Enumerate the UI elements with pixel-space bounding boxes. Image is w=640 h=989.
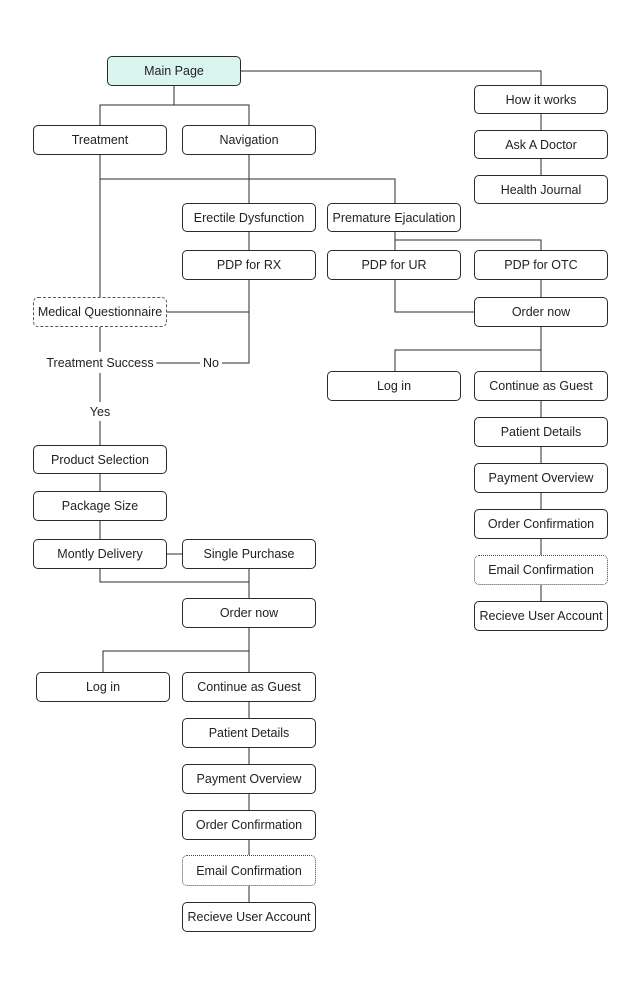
node-log-in-right: Log in	[327, 371, 461, 401]
node-pdp-ur: PDP for UR	[327, 250, 461, 280]
connector-main-navigation	[174, 104, 250, 125]
label-yes: Yes	[86, 405, 114, 419]
node-order-now-right: Order now	[474, 297, 608, 327]
node-product-selection: Product Selection	[33, 445, 167, 474]
node-order-confirmation-right: Order Confirmation	[474, 509, 608, 539]
connector-treatment-pe	[100, 178, 396, 203]
node-patient-details-right: Patient Details	[474, 417, 608, 447]
label-treatment-success: Treatment Success	[43, 356, 157, 370]
node-email-confirmation-right: Email Confirmation	[474, 555, 608, 585]
connector-pdpur-order	[394, 280, 474, 313]
node-medical-questionnaire: Medical Questionnaire	[33, 297, 167, 327]
node-how-it-works: How it works	[474, 85, 608, 114]
node-log-in-left: Log in	[36, 672, 170, 702]
node-continue-guest-left: Continue as Guest	[182, 672, 316, 702]
node-email-confirmation-left: Email Confirmation	[182, 855, 316, 886]
connector-main-treatment	[99, 86, 175, 125]
node-erectile-dysfunction: Erectile Dysfunction	[182, 203, 316, 232]
connector-delivery-order	[99, 569, 250, 598]
node-pdp-otc: PDP for OTC	[474, 250, 608, 280]
connector-pdprx-no	[220, 280, 250, 364]
connector-order-login-right	[394, 349, 541, 371]
connector-pe-pdpotc	[395, 239, 542, 250]
connector-order-login-left	[102, 650, 249, 672]
node-receive-account-left: Recieve User Account	[182, 902, 316, 932]
label-no: No	[200, 356, 222, 370]
node-order-confirmation-left: Order Confirmation	[182, 810, 316, 840]
node-package-size: Package Size	[33, 491, 167, 521]
node-premature-ejaculation: Premature Ejaculation	[327, 203, 461, 232]
node-order-now-left: Order now	[182, 598, 316, 628]
node-payment-overview-left: Payment Overview	[182, 764, 316, 794]
node-continue-guest-right: Continue as Guest	[474, 371, 608, 401]
node-health-journal: Health Journal	[474, 175, 608, 204]
node-treatment: Treatment	[33, 125, 167, 155]
node-monthly-delivery: Montly Delivery	[33, 539, 167, 569]
node-patient-details-left: Patient Details	[182, 718, 316, 748]
node-payment-overview-right: Payment Overview	[474, 463, 608, 493]
node-receive-account-right: Recieve User Account	[474, 601, 608, 631]
node-single-purchase: Single Purchase	[182, 539, 316, 569]
node-ask-a-doctor: Ask A Doctor	[474, 130, 608, 159]
connector-main-howitworks	[241, 70, 542, 85]
node-main-page: Main Page	[107, 56, 241, 86]
node-pdp-rx: PDP for RX	[182, 250, 316, 280]
node-navigation: Navigation	[182, 125, 316, 155]
